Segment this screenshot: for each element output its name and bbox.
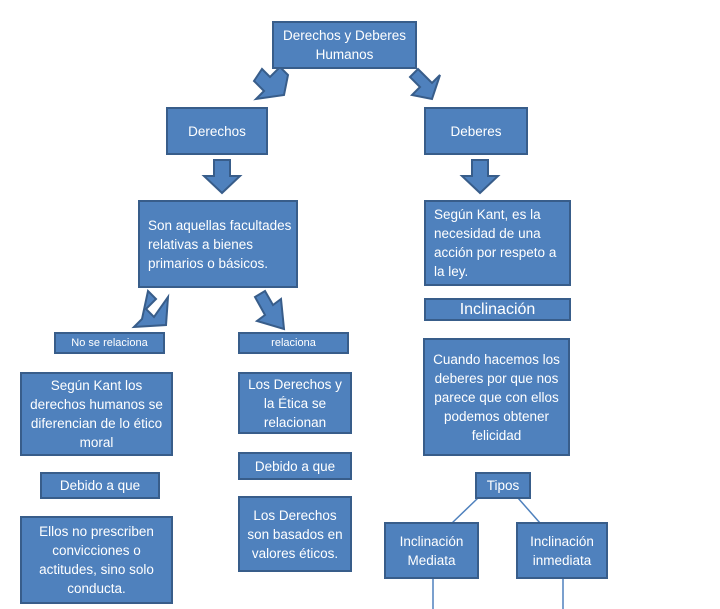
node-debido-a-que-2: Debido a que: [238, 452, 352, 480]
node-no-prescriben: Ellos no prescriben convicciones o actit…: [20, 516, 173, 604]
node-debido-a-que-2-label: Debido a que: [254, 458, 336, 474]
line-tipos-to-inmediata: [517, 497, 541, 524]
node-kant-derechos: Según Kant los derechos humanos se difer…: [20, 372, 173, 456]
node-derechos-definicion-label: Son aquellas facultades relativas a bien…: [148, 217, 292, 271]
node-tipos: Tipos: [475, 472, 531, 499]
node-deberes: Deberes: [424, 107, 528, 155]
node-valores-eticos: Los Derechos son basados en valores étic…: [238, 496, 352, 572]
arrow-root-to-deberes: [408, 67, 441, 101]
node-inclinacion-mediata-label: Inclinación Mediata: [399, 533, 464, 568]
node-no-se-relaciona: No se relaciona: [54, 332, 165, 354]
node-derechos: Derechos: [166, 107, 268, 155]
node-derechos-label: Derechos: [188, 123, 246, 139]
node-debido-a-que-1: Debido a que: [40, 472, 160, 499]
arrow-to-relaciona: [253, 289, 286, 331]
node-inclinacion-label: Inclinación: [459, 301, 536, 318]
node-felicidad-label: Cuando hacemos los deberes por que nos p…: [433, 351, 560, 443]
node-inclinacion: Inclinación: [424, 298, 571, 321]
node-debido-a-que-1-label: Debido a que: [59, 478, 141, 493]
node-relaciona-label: relaciona: [271, 336, 316, 349]
arrow-derechos-down: [201, 159, 243, 195]
node-no-se-relaciona-label: No se relaciona: [71, 336, 148, 349]
node-inclinacion-inmediata: Inclinación inmediata: [516, 522, 608, 579]
node-no-prescriben-label: Ellos no prescriben convicciones o actit…: [39, 524, 154, 596]
node-kant-derechos-label: Según Kant los derechos humanos se difer…: [30, 378, 163, 450]
node-derechos-definicion: Son aquellas facultades relativas a bien…: [138, 200, 298, 288]
node-inclinacion-mediata: Inclinación Mediata: [384, 522, 479, 579]
node-deberes-definicion: Según Kant, es la necesidad de una acció…: [424, 200, 571, 286]
node-deberes-definicion-label: Según Kant, es la necesidad de una acció…: [434, 207, 557, 279]
node-valores-eticos-label: Los Derechos son basados en valores étic…: [247, 507, 343, 561]
node-felicidad: Cuando hacemos los deberes por que nos p…: [423, 338, 570, 456]
node-derechos-etica: Los Derechos y la Ética se relacionan: [238, 372, 352, 434]
line-tipos-to-mediata: [451, 497, 479, 524]
arrow-to-no-se-relaciona: [131, 288, 170, 329]
node-deberes-label: Deberes: [450, 123, 502, 139]
arrow-root-to-derechos: [252, 65, 290, 101]
arrow-deberes-down: [459, 159, 501, 195]
node-root-label: Derechos y Deberes Humanos: [282, 28, 407, 62]
node-derechos-etica-label: Los Derechos y la Ética se relacionan: [248, 376, 342, 430]
node-inclinacion-inmediata-label: Inclinación inmediata: [530, 533, 594, 568]
node-relaciona: relaciona: [238, 332, 349, 354]
node-tipos-label: Tipos: [486, 478, 520, 493]
node-root: Derechos y Deberes Humanos: [272, 21, 417, 69]
